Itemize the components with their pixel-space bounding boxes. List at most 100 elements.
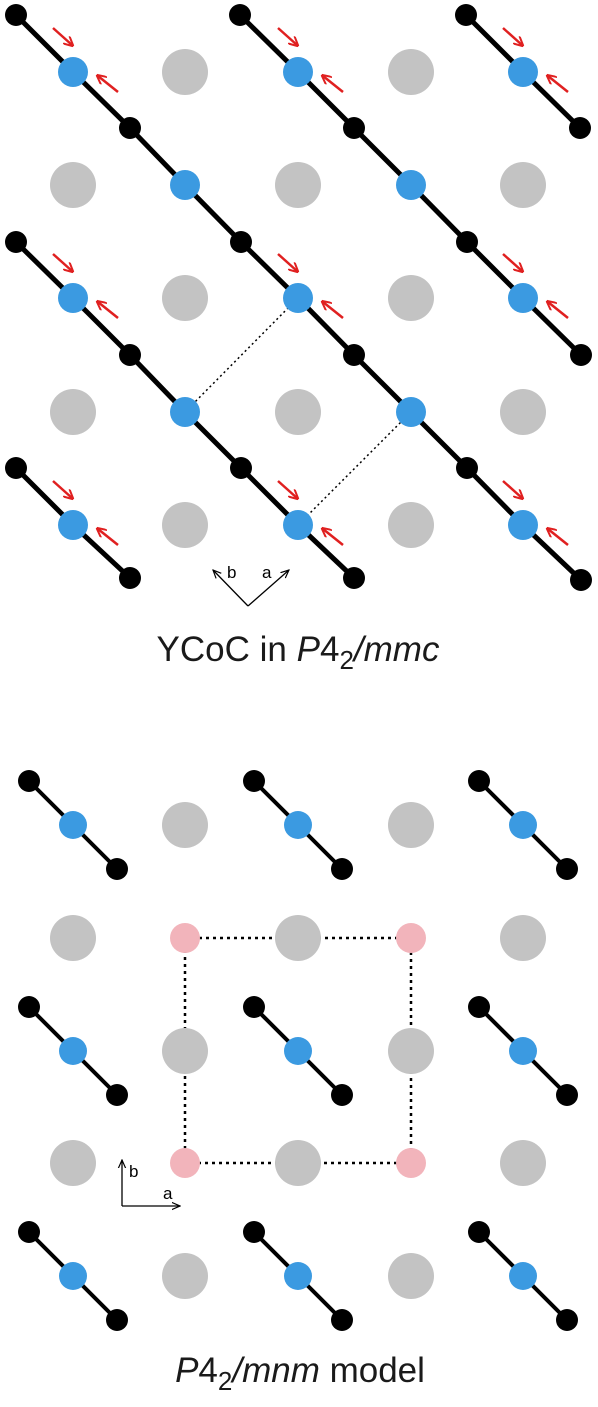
grey-atom <box>162 1028 208 1074</box>
chain-blue-atom <box>283 57 313 87</box>
bottom-axes-indicator: b a <box>122 1160 180 1206</box>
spin-arrow-out <box>98 76 119 93</box>
chain-blue-atom <box>170 397 200 427</box>
chain-blue-atom <box>508 510 538 540</box>
grey-atom <box>50 389 96 435</box>
spin-arrow-out <box>548 302 569 319</box>
grey-atom <box>275 162 321 208</box>
spin-arrow-out <box>98 529 119 546</box>
bottom-axis-b-label: b <box>129 1162 138 1181</box>
unit-cell-edge <box>184 297 299 413</box>
chain-blue-atom <box>283 283 313 313</box>
dimer-black-atom <box>243 996 265 1018</box>
chain-blue-atom <box>58 510 88 540</box>
bottom-pink-atoms <box>170 923 426 1178</box>
grey-atom <box>50 162 96 208</box>
chain-black-atom <box>119 567 141 589</box>
bottom-caption: P42/mnm model <box>175 1351 425 1396</box>
dimer-black-atom <box>468 770 490 792</box>
dimer-black-atom <box>106 858 128 880</box>
bottom-panel: b a P42/mnm model <box>18 770 578 1396</box>
grey-atom <box>500 1140 546 1186</box>
top-axis-b-label: b <box>227 563 236 582</box>
chain-black-atom <box>5 231 27 253</box>
chain-blue-atom <box>58 283 88 313</box>
chain-blue-atom <box>396 170 426 200</box>
grey-atom <box>500 389 546 435</box>
dimer-black-atom <box>18 1221 40 1243</box>
chain-black-atom <box>570 569 592 591</box>
dimer-black-atom <box>331 858 353 880</box>
dimer-black-atom <box>18 996 40 1018</box>
top-panel: b a YCoC in P42/mmc <box>5 4 592 675</box>
chain-black-atom <box>5 457 27 479</box>
spin-arrow-in <box>277 480 297 498</box>
dimer-black-atom <box>18 770 40 792</box>
dimer-black-atom <box>106 1084 128 1106</box>
grey-atom <box>162 49 208 95</box>
pink-atom <box>396 923 426 953</box>
dimer-black-atom <box>243 1221 265 1243</box>
bottom-grey-atoms <box>50 802 546 1299</box>
pink-atom <box>170 923 200 953</box>
chain-black-atom <box>569 117 591 139</box>
chain-blue-atom <box>170 170 200 200</box>
grey-atom <box>50 1140 96 1186</box>
chain-black-atom <box>456 457 478 479</box>
top-spin-arrows <box>52 27 569 546</box>
grey-atom <box>388 502 434 548</box>
chain-black-atom <box>455 4 477 26</box>
dimer-black-atom <box>331 1309 353 1331</box>
grey-atom <box>388 802 434 848</box>
dimer-black-atom <box>106 1309 128 1331</box>
dimer-black-atom <box>468 1221 490 1243</box>
dimer-black-atom <box>331 1084 353 1106</box>
spin-arrow-out <box>323 76 344 93</box>
top-caption: YCoC in P42/mmc <box>157 630 440 675</box>
spin-arrow-in <box>277 253 297 271</box>
chain-blue-atom <box>508 283 538 313</box>
dimer-blue-atom <box>284 1262 312 1290</box>
dimer-blue-atom <box>284 1037 312 1065</box>
dimer-black-atom <box>243 770 265 792</box>
dimer-black-atom <box>468 996 490 1018</box>
bottom-chain-atoms <box>18 770 578 1331</box>
spin-arrow-out <box>323 529 344 546</box>
grey-atom <box>275 915 321 961</box>
spin-arrow-in <box>502 27 522 45</box>
grey-atom <box>162 502 208 548</box>
grey-atom <box>162 802 208 848</box>
dimer-blue-atom <box>59 1037 87 1065</box>
chain-black-atom <box>230 457 252 479</box>
pink-atom <box>170 1148 200 1178</box>
grey-atom <box>162 275 208 321</box>
spin-arrow-out <box>548 529 569 546</box>
dimer-blue-atom <box>284 811 312 839</box>
spin-arrow-out <box>323 302 344 319</box>
dimer-blue-atom <box>509 1262 537 1290</box>
spin-arrow-in <box>502 253 522 271</box>
dimer-blue-atom <box>509 811 537 839</box>
chain-black-atom <box>456 231 478 253</box>
chain-black-atom <box>570 344 592 366</box>
chain-black-atom <box>119 117 141 139</box>
grey-atom <box>275 389 321 435</box>
grey-atom <box>388 275 434 321</box>
spin-arrow-out <box>98 302 119 319</box>
chain-black-atom <box>229 4 251 26</box>
chain-black-atom <box>230 231 252 253</box>
chain-black-atom <box>343 567 365 589</box>
spin-arrow-in <box>52 27 72 45</box>
spin-arrow-in <box>52 253 72 271</box>
dimer-black-atom <box>556 1309 578 1331</box>
unit-cell-edge <box>297 411 412 526</box>
grey-atom <box>388 49 434 95</box>
spin-arrow-in <box>277 27 297 45</box>
pink-atom <box>396 1148 426 1178</box>
top-axes-indicator: b a <box>213 563 289 607</box>
dimer-blue-atom <box>59 811 87 839</box>
chain-black-atom <box>343 344 365 366</box>
chain-blue-atom <box>283 510 313 540</box>
chain-blue-atom <box>58 57 88 87</box>
